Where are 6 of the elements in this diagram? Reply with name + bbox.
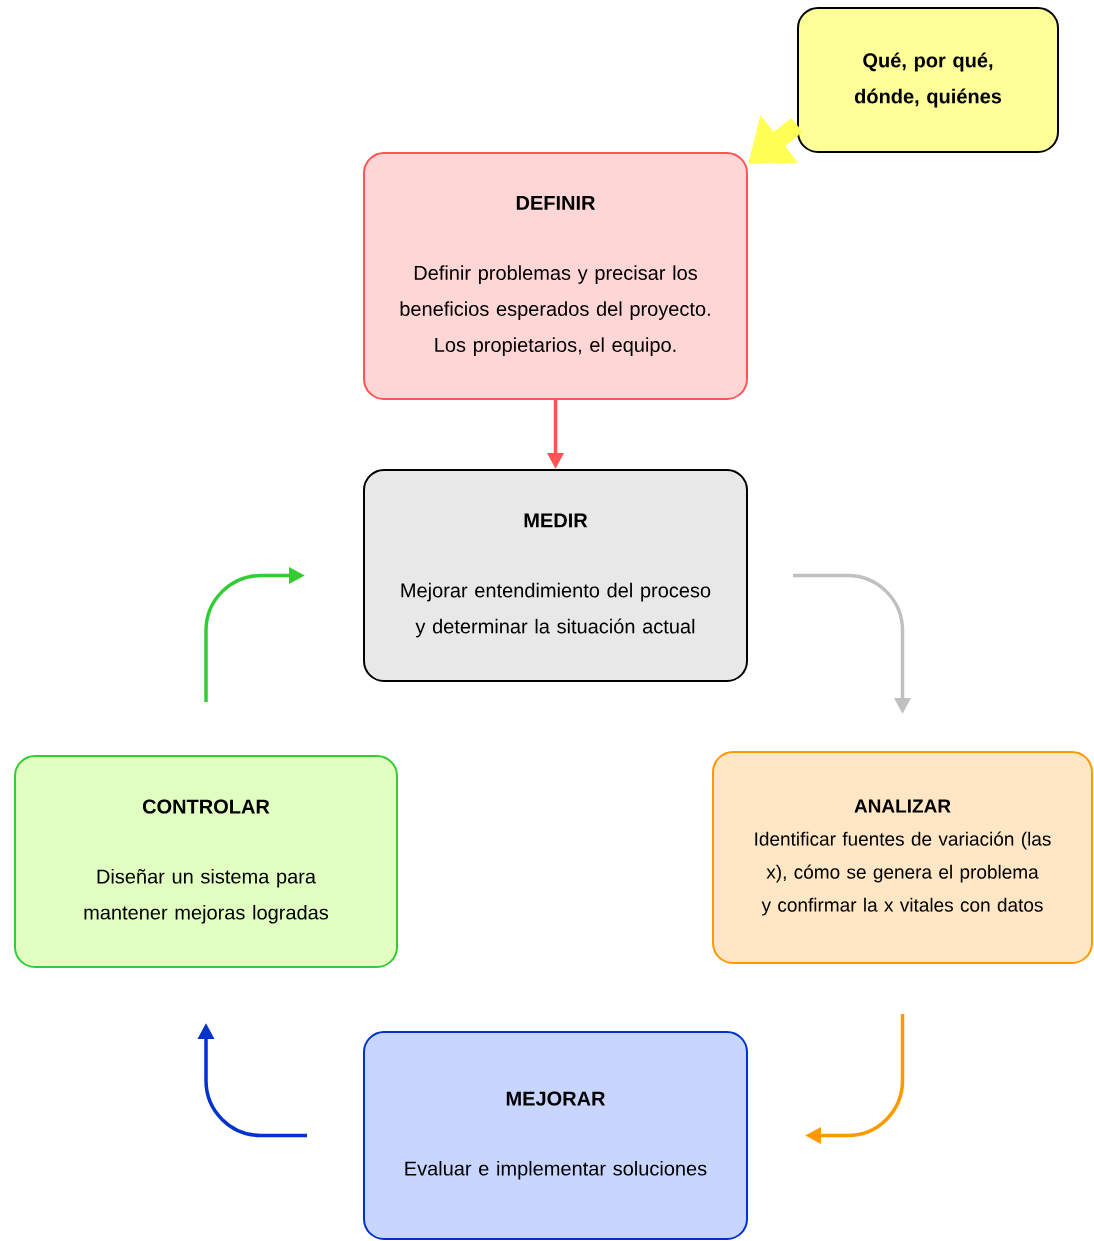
process-box: CONTROLAR Diseñar un sistema para mantener mejoras logradas xyxy=(14,755,398,968)
process-box: MEJORAR Evaluar e implementar soluciones xyxy=(363,1031,748,1240)
process-box: DEFINIR Definir problemas y precisar los beneficios esperados del proyecto. Los propietarios, el equipo. xyxy=(363,152,748,400)
note-box: Qué, por qué, dónde, quiénes xyxy=(797,7,1059,153)
process-box: MEDIR Mejorar entendimiento del proceso y determinar la situación actual xyxy=(363,469,748,682)
process-box: ANALIZAR Identificar fuentes de variación (las x), cómo se genera el problema y confirmar la x vitales con datos xyxy=(712,751,1093,964)
